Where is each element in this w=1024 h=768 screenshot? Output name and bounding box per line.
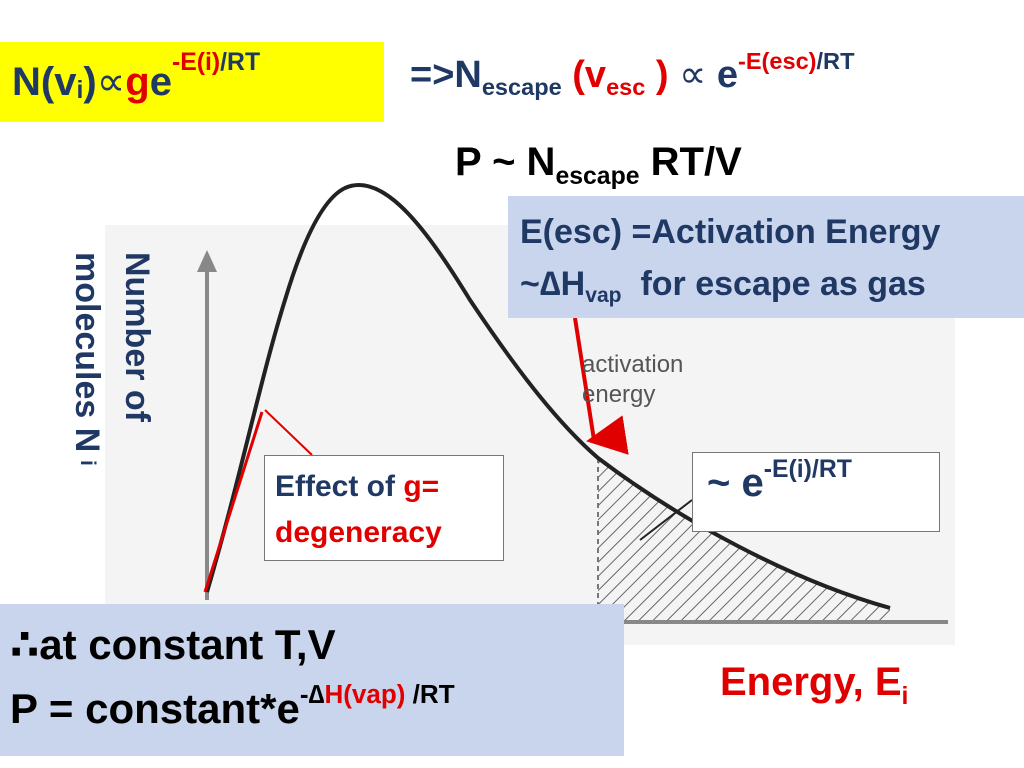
degeneracy-line2: degeneracy bbox=[275, 516, 442, 549]
conclusion-exp-rest: /RT bbox=[405, 679, 455, 710]
escape-v-open: (v bbox=[561, 54, 607, 96]
degeneracy-callout: Effect of g= degeneracy bbox=[264, 455, 504, 561]
y-axis-label-main: molecules N bbox=[68, 252, 106, 453]
x-axis-label-main: Energy, E bbox=[720, 660, 902, 704]
activation-energy-callout: E(esc) =Activation Energy ~∆Hvap for esc… bbox=[508, 196, 1024, 318]
formula-n-prefix: N(v bbox=[12, 59, 77, 104]
hatched-tail-area bbox=[598, 458, 890, 620]
y-axis-label-line2: molecules N i bbox=[62, 252, 112, 466]
degeneracy-line1: Effect of g= bbox=[275, 464, 493, 510]
delta-symbol: ∆ bbox=[539, 265, 561, 303]
conclusion-line1: ∴at constant T,V bbox=[10, 621, 336, 668]
escape-prop-symbol: ∝ bbox=[668, 54, 717, 96]
x-axis-label-sub: i bbox=[901, 682, 909, 710]
escape-e: e bbox=[716, 54, 738, 96]
formula-exp-rest: /RT bbox=[220, 49, 261, 77]
activation-line2-rest: for escape as gas bbox=[621, 265, 926, 303]
formula-g: g bbox=[125, 59, 150, 104]
distribution-curve bbox=[205, 183, 891, 610]
pressure-sub: escape bbox=[555, 162, 640, 190]
conclusion-prefix: P = constant*e bbox=[10, 685, 300, 732]
inner-label-energy: energy bbox=[582, 381, 655, 408]
degeneracy-pointer-line bbox=[264, 409, 313, 456]
escape-exp-rest: /RT bbox=[816, 48, 855, 75]
escape-formula: =>Nescape (vesc ) ∝ e-E(esc)/RT bbox=[410, 48, 854, 101]
y-axis-label-line1: Number of bbox=[118, 252, 156, 422]
pressure-lhs: P ~ N bbox=[455, 140, 556, 184]
activation-h-sub: vap bbox=[585, 284, 622, 308]
escape-v-sub: esc bbox=[606, 74, 646, 101]
escape-sub: escape bbox=[481, 74, 562, 101]
degeneracy-g: g= bbox=[403, 470, 440, 503]
y-axis-label-sub: i bbox=[76, 459, 99, 466]
inner-label-activation: activation bbox=[582, 351, 683, 378]
conclusion-delta: ∆ bbox=[308, 679, 325, 710]
activation-h: H bbox=[560, 265, 586, 303]
boltzmann-exp: -E(i)/RT bbox=[763, 456, 852, 484]
x-axis-label: Energy, Ei bbox=[720, 660, 908, 710]
activation-red-arrow bbox=[573, 317, 629, 455]
activation-line2: ~∆Hvap for escape as gas bbox=[520, 258, 1024, 315]
formula-e: e bbox=[149, 59, 172, 104]
activation-line1: E(esc) =Activation Energy bbox=[520, 213, 941, 251]
boltzmann-tail-callout: ~ e-E(i)/RT bbox=[692, 452, 940, 532]
boltzmann-pointer-line bbox=[639, 499, 693, 541]
boltzmann-e: e bbox=[741, 461, 764, 505]
escape-arrow-n: =>N bbox=[410, 54, 482, 96]
formula-n-close: ) bbox=[83, 59, 97, 104]
pressure-rhs: RT/V bbox=[639, 140, 742, 184]
y-axis-label: Number of molecules N i bbox=[62, 252, 162, 466]
escape-v-close: ) bbox=[645, 54, 669, 96]
y-axis-arrowhead bbox=[197, 250, 217, 272]
conclusion-exp-minus: - bbox=[299, 679, 309, 710]
conclusion-exp-red: H(vap) bbox=[324, 679, 406, 710]
conclusion-box: ∴at constant T,V P = constant*e-∆H(vap) … bbox=[0, 604, 624, 756]
boltzmann-tilde: ~ bbox=[707, 461, 742, 505]
formula-n-sub: i bbox=[76, 76, 84, 104]
pressure-equation: P ~ Nescape RT/V bbox=[455, 140, 742, 190]
degeneracy-red-line bbox=[203, 411, 264, 593]
proportional-symbol: ∝ bbox=[96, 60, 126, 104]
formula-exp-red: -E(i) bbox=[171, 49, 221, 77]
degeneracy-text1: Effect of bbox=[275, 470, 404, 503]
escape-exp-red: -E(esc) bbox=[737, 48, 817, 75]
conclusion-line2: P = constant*e-∆H(vap) /RT bbox=[10, 676, 624, 747]
activation-tilde: ~ bbox=[520, 265, 540, 303]
